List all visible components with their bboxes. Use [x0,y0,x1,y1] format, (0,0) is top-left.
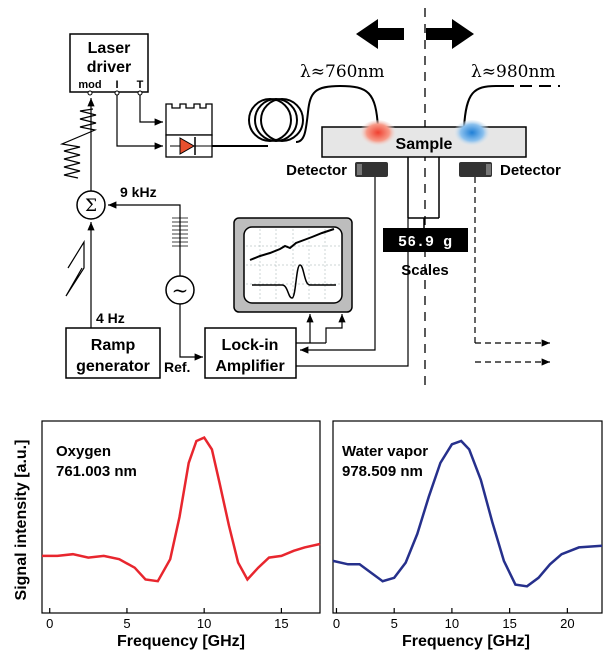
wire-t-to-tec [139,95,163,126]
oxygen-chart: 0 5 10 15 Oxygen 761.003 nm Frequency [GHz] [41,420,321,650]
water-chart: 0 5 10 15 20 Water vapor 978.509 nm Frequenc… [332,420,603,650]
oxygen-plot-frame [41,420,321,614]
chart-ylabel: Signal intensity [a.u.] [13,440,30,601]
detector-right-label: Detector [500,162,561,179]
wire-detector-left [300,177,376,354]
red-spot [359,120,397,148]
ramp-label-2: generator [76,358,150,375]
x-tick-label: 0 [46,616,53,631]
water-xlabel: Frequency [GHz] [402,633,530,650]
pin-t [137,90,143,96]
water-annotation-1: Water vapor [342,443,428,460]
pin-t-label: T [137,79,144,91]
oxygen-annotation-1: Oxygen [56,443,111,460]
lockin-label-2: Amplifier [215,358,284,375]
modulated-ramp-icon [59,108,98,179]
scales-label: Scales [401,262,449,279]
x-tick-label: 15 [274,616,288,631]
x-tick-label: 5 [391,616,398,631]
x-tick-label: 10 [445,616,459,631]
scale-reading: 56.9 g [398,234,452,251]
oxygen-series-line [42,436,321,583]
water-annotation-2: 978.509 nm [342,463,423,480]
wire-ref [179,304,203,361]
detector-right-box [459,162,492,177]
detector-left-label: Detector [286,162,347,179]
setup-diagram: Laser driver mod I T [59,8,561,385]
wire-lockin-to-scales [296,218,409,367]
pin-mod [87,90,93,96]
laser-driver-box [69,33,149,93]
label-9khz: 9 kHz [120,184,157,200]
wire-lockin-to-scope-2 [325,314,346,343]
sample-cell [321,126,527,158]
sawtooth-icon [65,239,85,297]
x-tick-label: 20 [560,616,574,631]
lockin-box [204,327,297,379]
sample-label: Sample [396,136,453,153]
x-tick-label: 5 [123,616,130,631]
oxygen-annotation-2: 761.003 nm [56,463,137,480]
laser-diode-module [165,103,213,158]
wire-i-to-laser [116,95,163,150]
wavelength-right: λ≈980nm [471,62,556,82]
scale-display [383,228,468,252]
sine-generator-icon: ~ [172,278,189,302]
oxygen-xlabel: Frequency [GHz] [117,633,245,650]
optical-fiber [212,84,560,147]
label-4hz: 4 Hz [96,310,125,326]
water-series-line [332,439,603,588]
arrow-right-icon [426,19,474,49]
x-tick-label: 0 [333,616,340,631]
lockin-label-1: Lock-in [222,337,279,354]
ref-label: Ref. [164,359,190,375]
arrow-left-icon [356,19,404,49]
x-tick-label: 15 [502,616,516,631]
water-plot-frame [332,420,603,614]
pin-mod-label: mod [78,79,101,91]
sine-wave-icon [172,217,188,247]
laser-driver-label-2: driver [87,59,131,76]
ramp-generator-box [65,327,161,379]
detector-left-box [355,162,388,177]
sigma-icon: Σ [85,196,97,216]
ramp-label-1: Ramp [91,337,136,354]
wire-sine-to-sum [108,201,181,290]
laser-driver-label-1: Laser [88,40,131,57]
pin-i-label: I [115,79,118,91]
oscilloscope [233,217,353,313]
blue-spot [453,120,491,148]
wavelength-left: λ≈760nm [300,62,385,82]
pin-i [114,90,120,96]
x-tick-label: 10 [197,616,211,631]
